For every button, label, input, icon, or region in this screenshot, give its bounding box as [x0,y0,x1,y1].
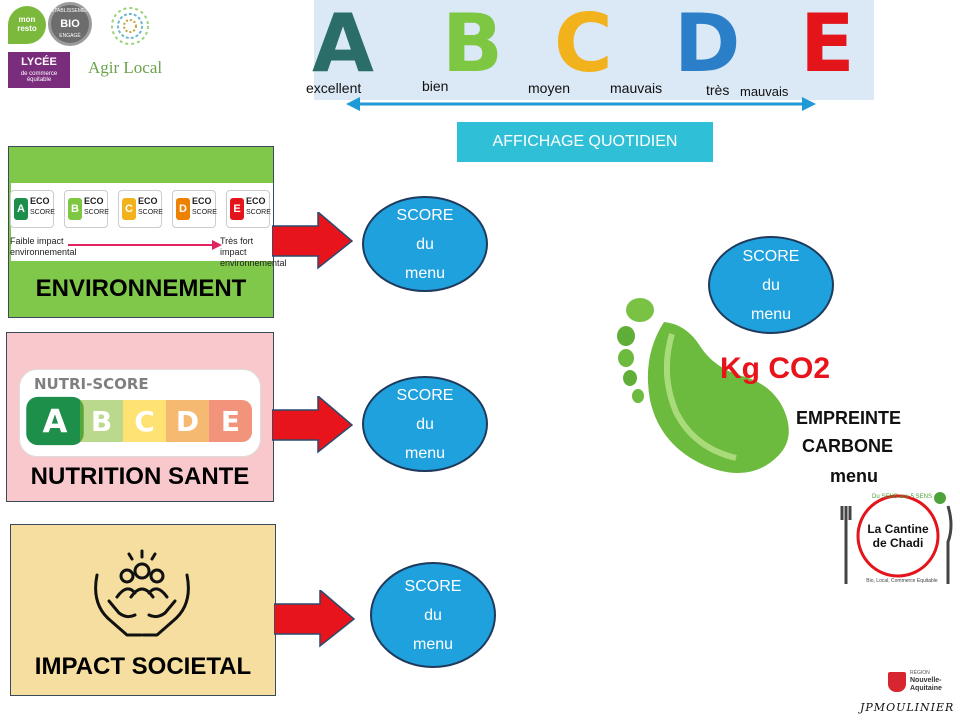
score-circle-carbon: SCORE du menu [708,236,834,334]
score-line3: menu [404,444,446,462]
scale-letter-c: C [554,0,613,90]
lycee-logo: LYCÉE de commerce équitable [8,52,70,88]
scale-label-excellent: excellent [306,80,362,96]
scale-letter-a: A [312,0,374,90]
scale-label-mauvais: mauvais [610,80,663,96]
high-impact-label: Très fort impact environnemental [220,236,287,268]
nutriscore-d: D [166,400,209,442]
ecoscore-b: B ECO SCORE [64,190,109,228]
affichage-quotidien-banner: AFFICHAGE QUOTIDIEN [457,122,713,162]
signature: JPMOULINIER [860,701,955,714]
lycee-text: LYCÉE [21,56,57,68]
score-circle-nutrition: SCORE du menu [362,376,488,472]
footprint-icon [617,298,789,474]
environment-title: ENVIRONNEMENT [35,275,247,302]
scale-letter-e: E [800,0,855,90]
mon-resto-logo: mon resto [8,6,46,44]
impact-arrow [68,240,222,250]
societal-title: IMPACT SOCIETAL [34,653,252,680]
ecoscore-e: E ECO SCORE [226,190,271,228]
environment-box: ENVIRONNEMENT [8,146,274,318]
region-logo: RÉGION Nouvelle-Aquitaine [888,670,958,696]
empreinte-line3: menu [830,466,879,486]
score-line3: menu [404,264,446,282]
agir-local-text: Agir Local [88,58,163,77]
societal-box: IMPACT SOCIETAL [10,524,276,696]
nutriscore-b: B [80,400,123,442]
scale-double-arrow [346,97,816,111]
scale-label-tres-mauvais-suffix: mauvais [740,84,789,99]
cantine-bottom-text: Bio, Local, Commerce Equitable [866,578,938,584]
community-hands-icon [94,549,190,637]
bio-logo: BIO ÉTABLISSEMENT ENGAGÉ [48,2,92,46]
region-name-text: Nouvelle-Aquitaine [910,677,942,692]
scale-letter-d: D [674,0,741,90]
nutriscore-c: C [123,400,166,442]
score-line1: SCORE [396,386,454,404]
cantine-top-text: Du SENS aux 5 SENS [871,494,933,500]
score-line1: SCORE [404,577,462,595]
nutrition-title: NUTRITION SANTE [30,463,250,490]
scale-letter-b: B [442,0,503,90]
score-circle-societal: SCORE du menu [370,562,496,668]
score-line2: du [424,606,442,624]
empreinte-line2: CARBONE [802,436,894,456]
nutriscore-e: E [209,400,252,442]
nutriscore-bar: A B C D E [26,396,252,446]
empreinte-line1: EMPREINTE [796,408,902,428]
cantine-line1: La Cantine [867,522,929,536]
nutriscore-a: A [26,396,84,446]
region-top-text: RÉGION [910,670,930,676]
score-line2: du [416,415,434,433]
engage-text: ENGAGÉ [59,33,81,39]
nutrition-box: NUTRI-SCORE A B C D E NUTRITION SANTE [6,332,274,502]
rating-scale-band [314,0,874,100]
arrow-nutrition [272,396,354,454]
cantine-plate-icon [840,492,953,584]
fingerprint-icon [111,7,149,45]
region-emblem-icon [888,672,906,692]
lycee-sub-text: de commerce équitable [20,71,58,83]
score-line1: SCORE [396,206,454,224]
cantine-line2: de Chadi [872,536,924,550]
bio-text: BIO [60,18,80,30]
low-impact-label: Faible impact environnemental [10,236,77,257]
score-line3: menu [750,305,792,323]
nutriscore-label: NUTRI-SCORE [34,375,149,393]
etablissement-text: ÉTABLISSEMENT [51,8,93,14]
score-line2: du [416,235,434,253]
scale-label-moyen: moyen [528,80,571,96]
score-line1: SCORE [742,247,800,265]
ecoscore-a: A ECO SCORE [10,190,55,228]
score-circle-environment: SCORE du menu [362,196,488,292]
scale-label-tres: très [706,82,730,98]
score-line3: menu [412,635,454,653]
mon-resto-text: mon resto [17,15,37,33]
nutriscore-panel: NUTRI-SCORE A B C D E [19,369,261,457]
arrow-societal [274,590,356,648]
cantine-chadi-logo: Du SENS aux 5 SENS La Cantine de Chadi B… [840,486,956,592]
fingerprint-logo [100,2,160,50]
arrow-environment [272,212,354,270]
scale-label-bien: bien [422,78,449,94]
score-line2: du [762,276,780,294]
agir-local-logo: Agir Local [78,56,178,84]
ecoscore-c: C ECO SCORE [118,190,163,228]
kg-co2-label: Kg CO2 [720,352,831,385]
ecoscore-d: D ECO SCORE [172,190,217,228]
